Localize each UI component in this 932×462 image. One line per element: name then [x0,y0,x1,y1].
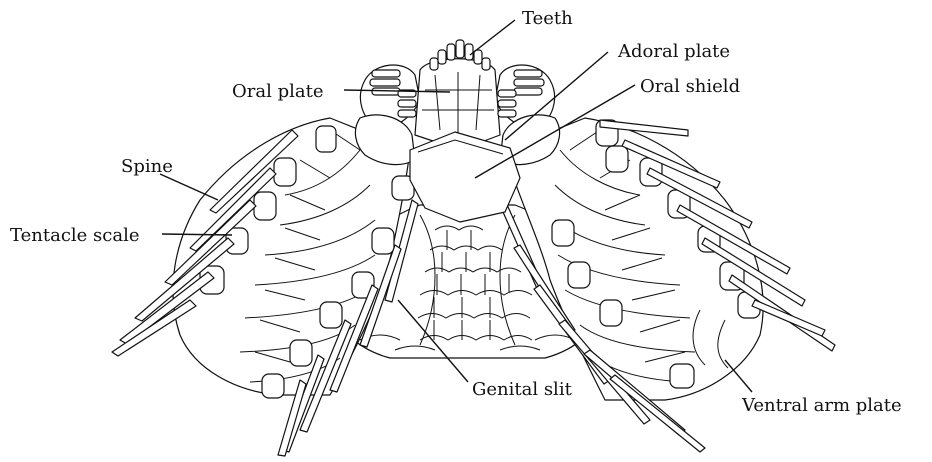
label-adoral-plate: Adoral plate [617,41,730,62]
label-teeth: Teeth [522,8,573,29]
spine-leader [160,174,218,200]
label-tentacle-scale: Tentacle scale [10,225,140,246]
tentacle-scale-leader [162,234,232,235]
label-genital-slit: Genital slit [472,379,573,400]
teeth-leader [470,20,515,55]
label-oral-shield: Oral shield [640,76,740,97]
label-ventral-arm-plate: Ventral arm plate [741,395,902,416]
label-spine: Spine [121,156,173,177]
oral-shield [410,132,520,222]
label-oral-plate: Oral plate [232,81,323,102]
